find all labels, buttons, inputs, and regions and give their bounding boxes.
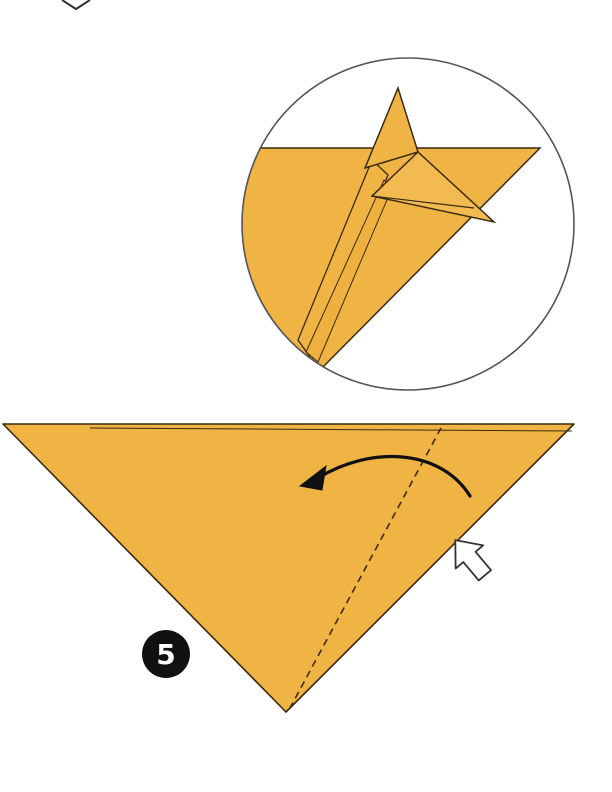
detail-circle-outline xyxy=(241,57,575,391)
detail-inner-crease xyxy=(371,195,475,209)
step-number-badge: 5 xyxy=(142,630,190,678)
main-folded-triangle xyxy=(2,423,575,713)
triangle-paper xyxy=(2,423,575,713)
step-number: 5 xyxy=(156,638,175,671)
hollow-push-arrow-icon xyxy=(454,539,492,582)
detail-zoom-circle xyxy=(241,57,575,391)
valley-fold-line xyxy=(289,427,442,709)
triangle-top-layer xyxy=(89,427,573,432)
previous-step-fragment xyxy=(61,0,91,11)
detail-side-flap xyxy=(370,150,497,224)
detail-top-point xyxy=(363,85,419,170)
curved-arrow-left-icon xyxy=(298,454,472,498)
